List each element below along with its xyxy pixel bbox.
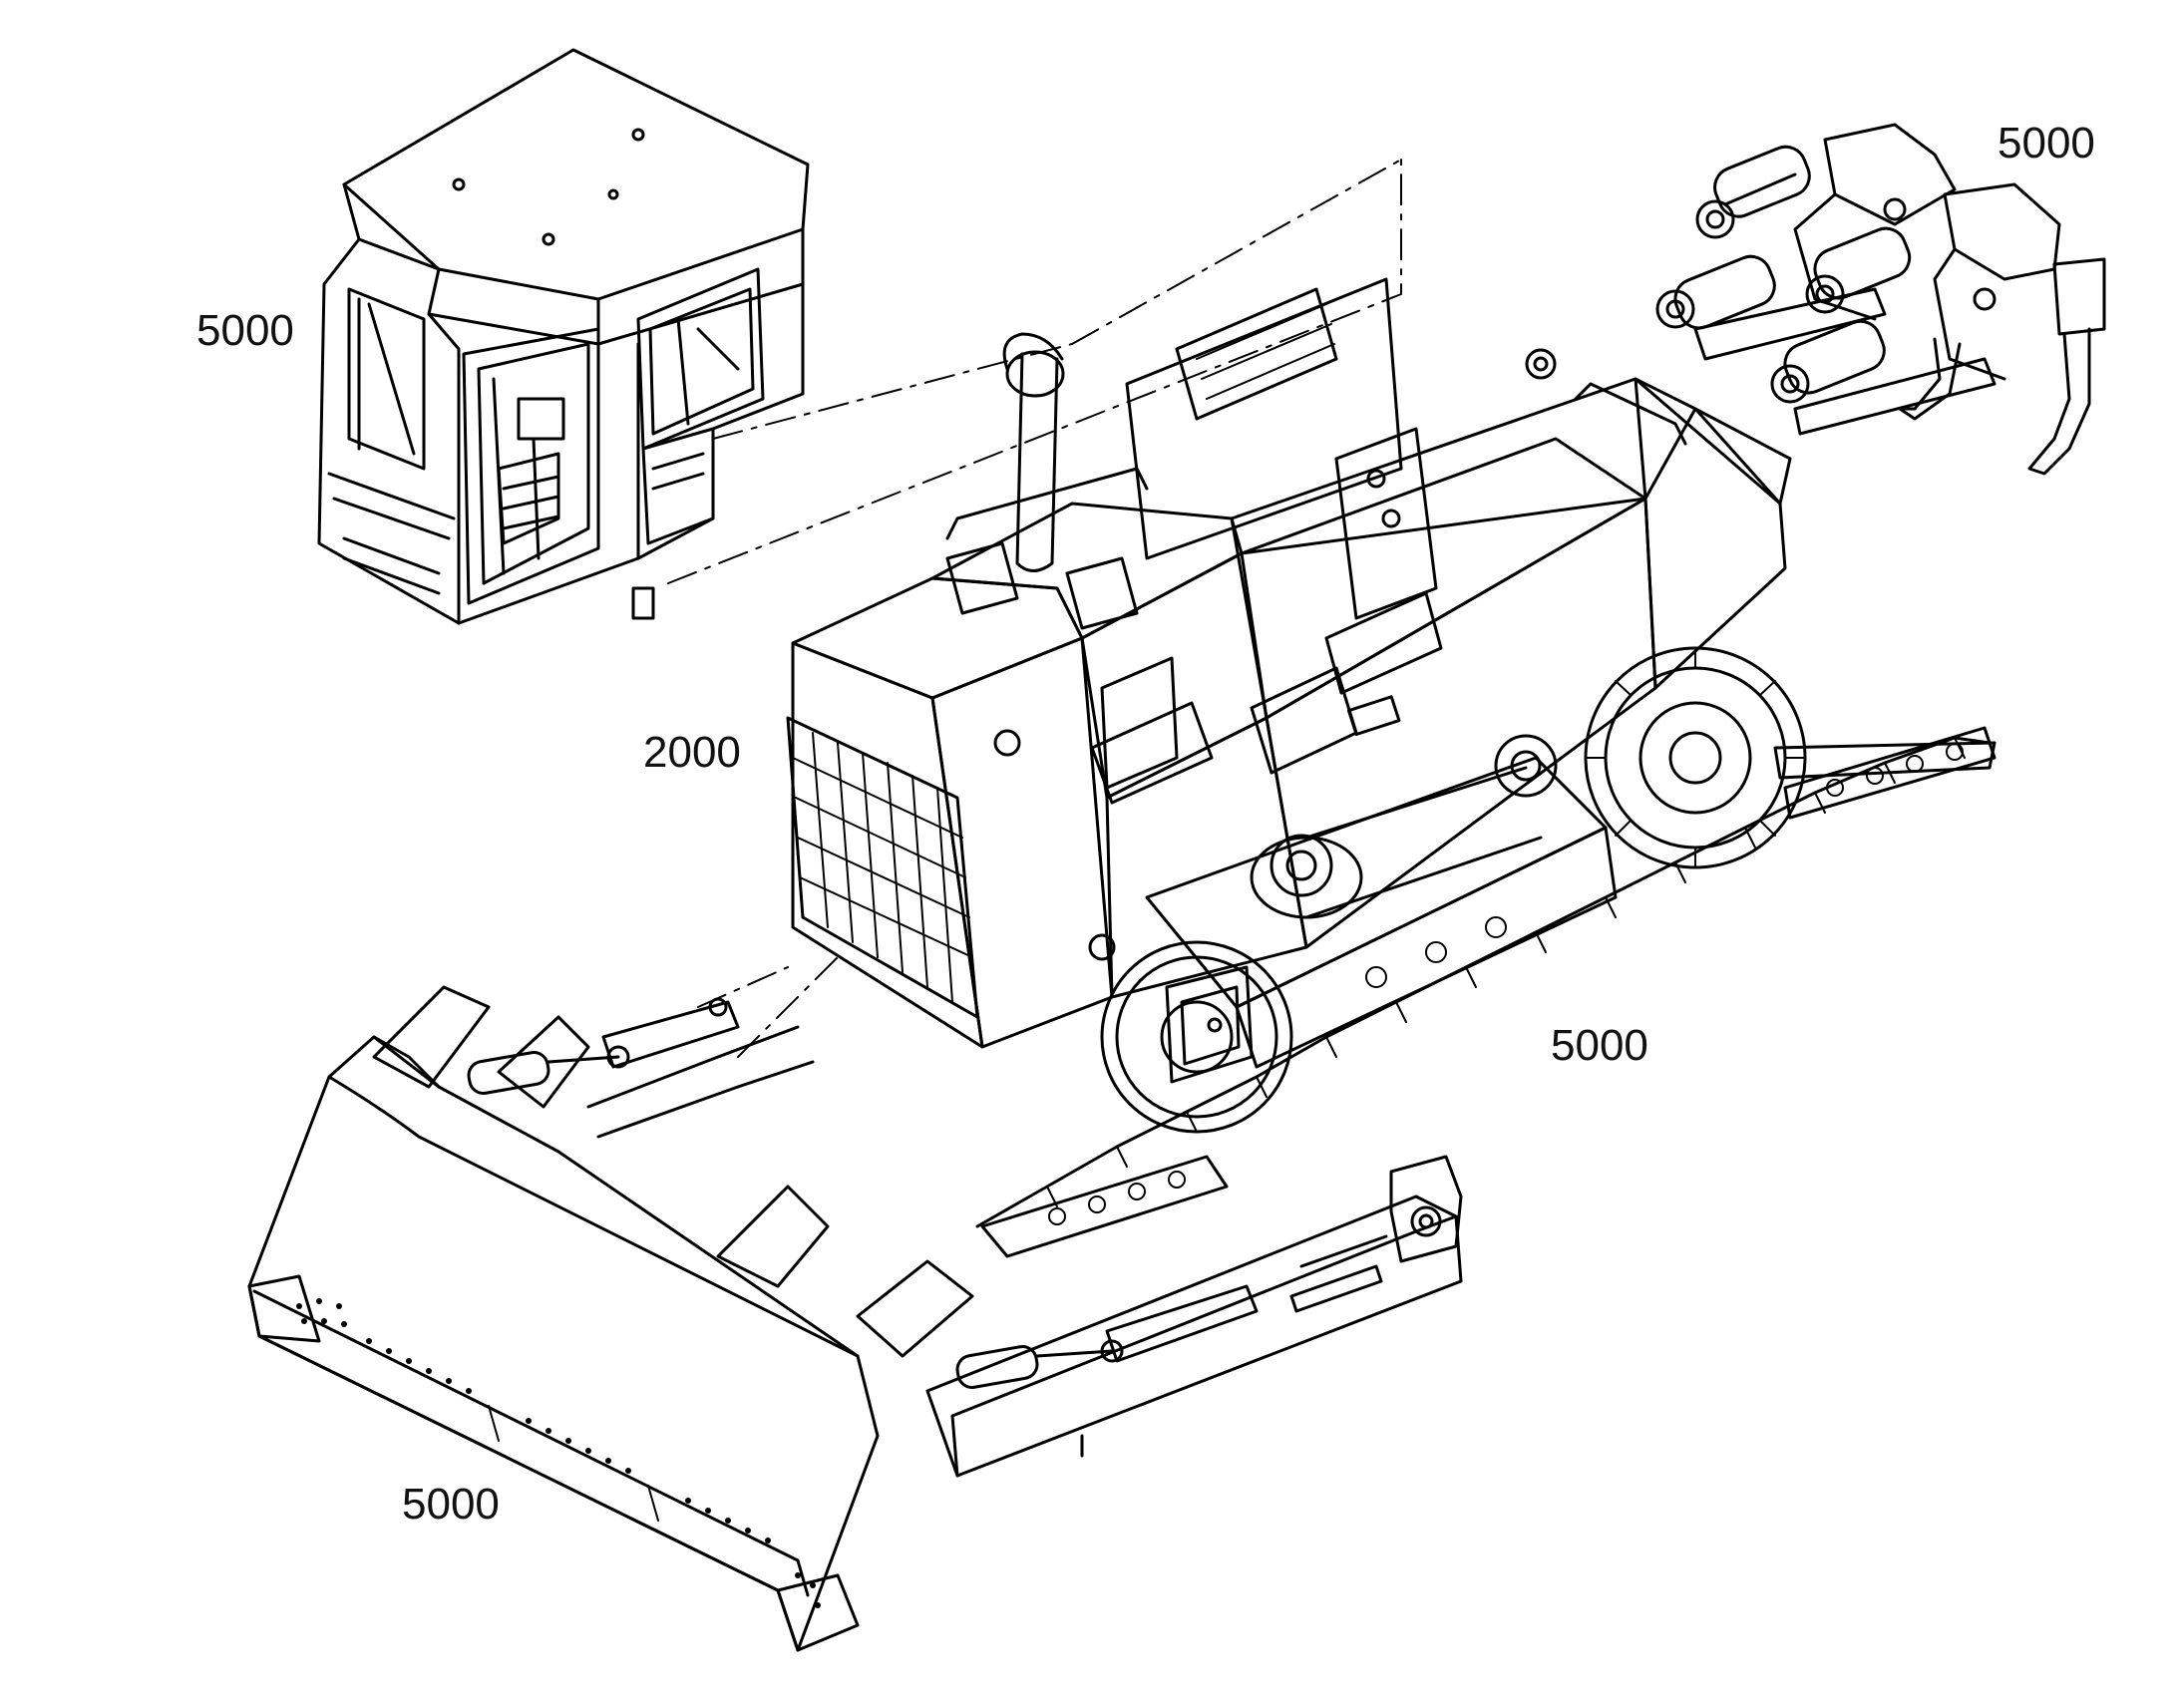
callout-ripper: 5000: [1998, 119, 2095, 168]
main-frame: [786, 277, 1792, 1049]
callout-main-frame: 2000: [643, 728, 741, 777]
operator-cab: [317, 48, 810, 625]
callout-blade: 5000: [402, 1480, 500, 1529]
track-chain: [975, 726, 1997, 1258]
dozer-blade: [247, 985, 1463, 1652]
undercarriage: [1100, 646, 1807, 1134]
callout-cab: 5000: [196, 306, 294, 355]
callout-track: 5000: [1551, 1021, 1648, 1070]
ripper-assembly: [1655, 123, 2106, 476]
alignment-lines: [667, 159, 1402, 1058]
